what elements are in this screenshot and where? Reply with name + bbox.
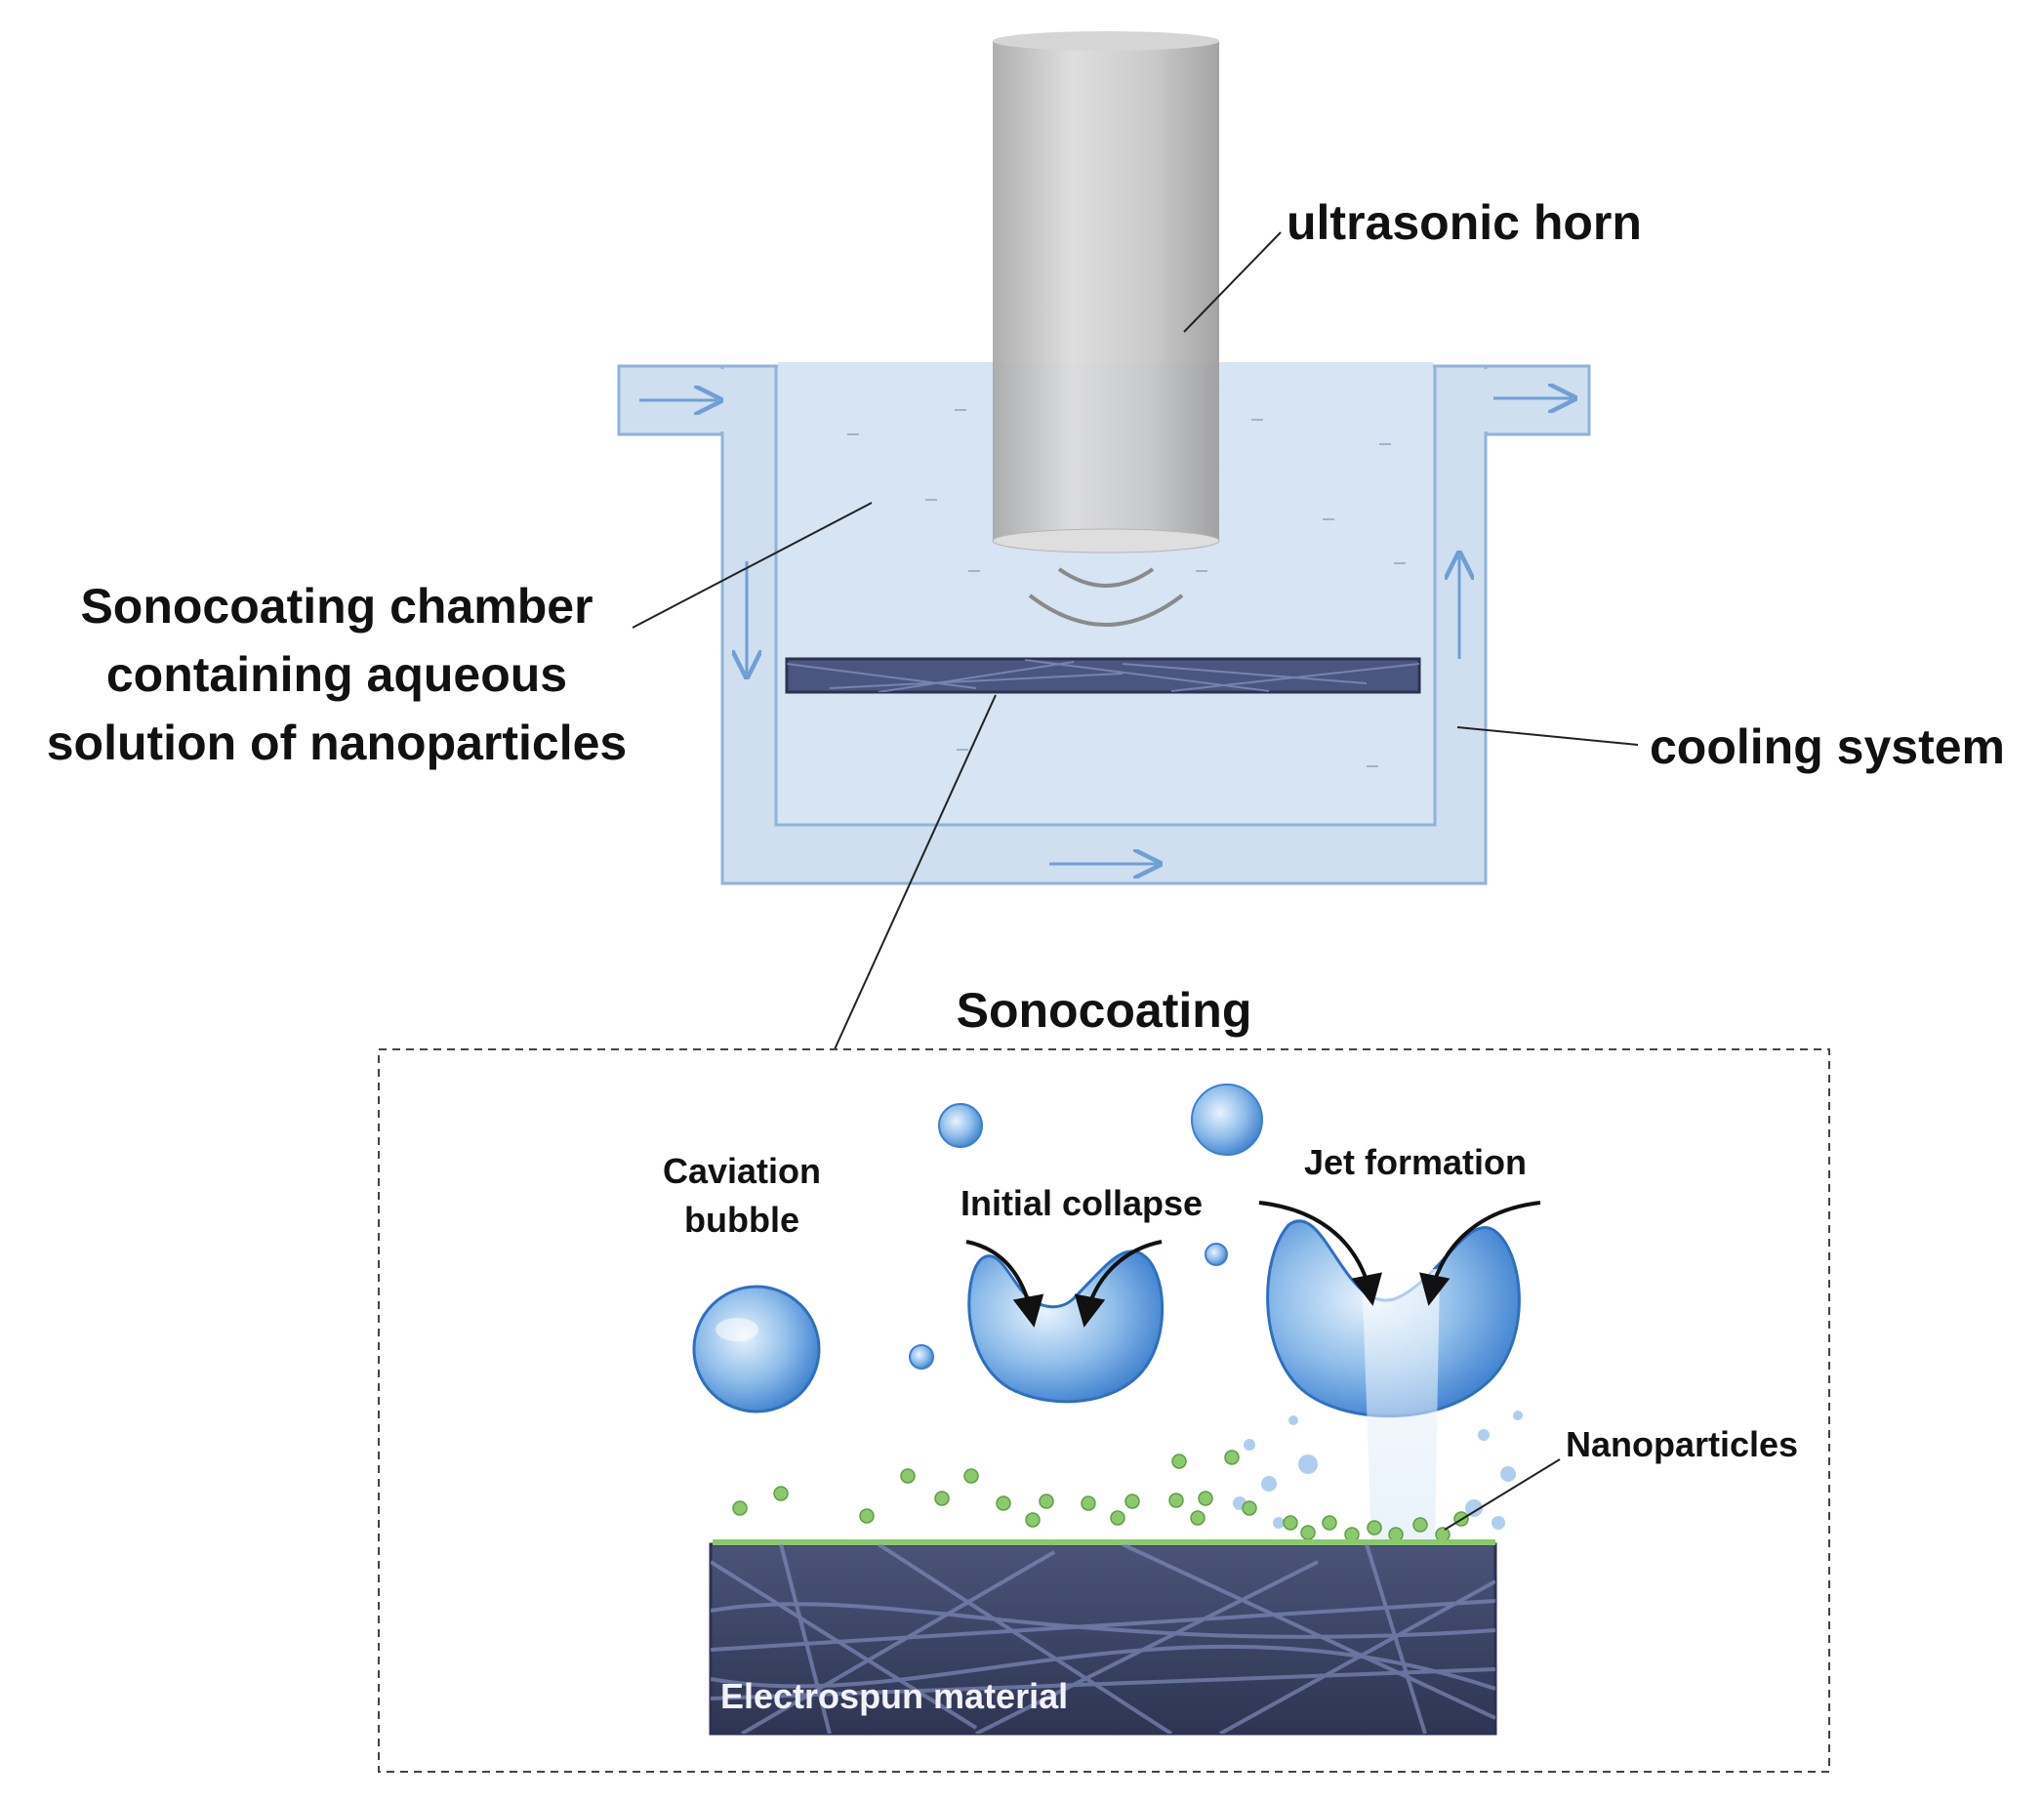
initial-collapse-label: Initial collapse [961,1183,1203,1223]
sonocoating-title: Sonocoating [957,983,1252,1038]
chamber-label-line3: solution of nanoparticles [47,716,627,770]
cavitation-label-line1: Caviation [663,1151,821,1191]
jet-stream [1362,1269,1440,1542]
cavitation-label-line2: bubble [684,1200,799,1240]
chamber-label-line1: Sonocoating chamber [80,579,593,634]
electrospun-material-label: Electrospun material [720,1676,1068,1716]
outlet-pipe [1482,364,1591,436]
bubble-icon [909,1344,934,1370]
nanoparticles-leader [1444,1458,1561,1531]
splash-droplets [1233,1411,1523,1530]
cooling-system-label: cooling system [1650,719,2005,774]
electrospun-material: Electrospun material [709,1539,1497,1736]
chamber-label-line2: containing aqueous [106,647,567,702]
cavitation-bubbles [692,1084,1523,1542]
nanoparticles [732,1450,1469,1542]
detail-panel [378,1048,1830,1773]
collapse-arrows [965,1201,1541,1328]
ultrasonic-horn-label: ultrasonic horn [1287,195,1642,250]
leader-lines [632,231,1639,1050]
ultrasound-wave-icon [1028,567,1184,627]
sonocoating-chamber [617,31,1591,885]
jet-formation-label: Jet formation [1304,1142,1527,1182]
cavitation-bubble-icon [692,1285,821,1413]
nanoparticles-label: Nanoparticles [1566,1424,1798,1464]
bubble-icon [938,1103,983,1148]
bubble-icon [1191,1084,1263,1156]
ultrasonic-horn [992,31,1220,553]
liquid-particles [847,409,1406,767]
collapsing-bubble-icon [967,1249,1165,1404]
coolant-flow-arrows [639,398,1572,864]
bubble-icon [1205,1243,1228,1266]
electrospun-plate [785,657,1421,694]
